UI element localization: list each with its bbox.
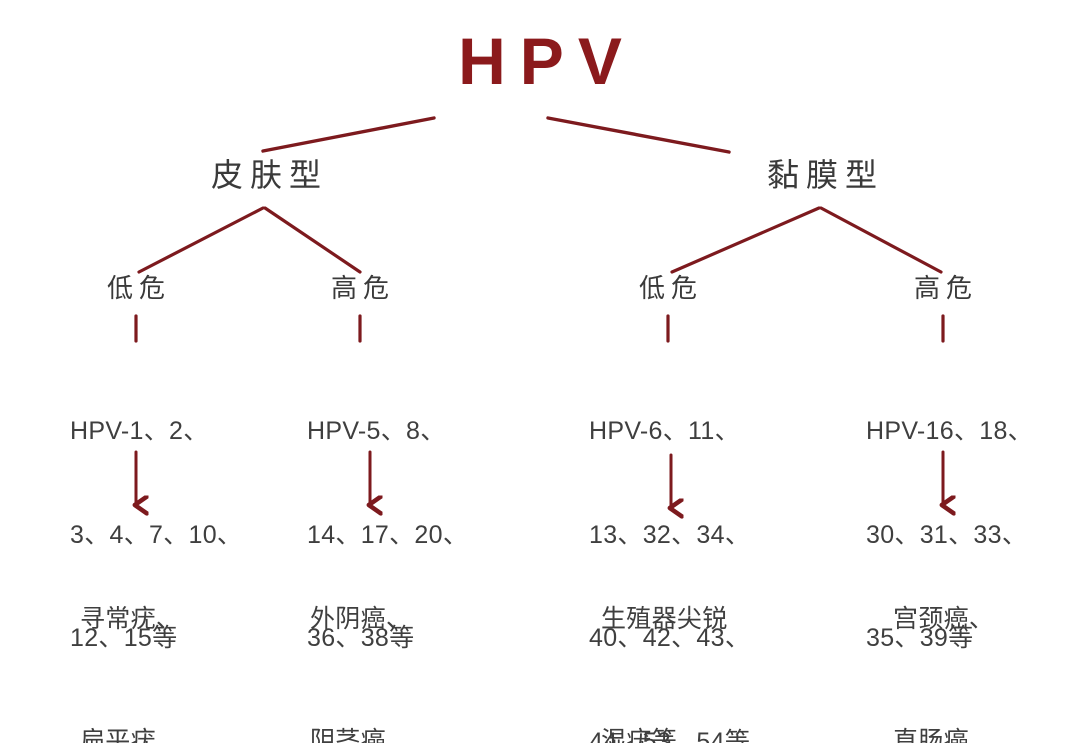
types-line: 12、15等 (70, 624, 178, 652)
connector-root-to-categories (261, 116, 731, 154)
types-line: HPV-6、11、 (589, 417, 740, 445)
connector-skin-to-risks (137, 206, 362, 274)
disease-list-mucosal-high: 宫颈癌、 直肠癌、 口腔癌、 扁桃体癌等 (893, 518, 1020, 743)
category-label-mucosal-type[interactable]: 黏膜型 (766, 157, 885, 193)
types-line: 30、31、33、 (866, 520, 1028, 549)
types-line: HPV-1、2、 (70, 417, 209, 445)
types-line: 3、4、7、10、 (70, 520, 243, 549)
types-line: 40、42、43、 (589, 624, 751, 652)
disease-line: 外阴癌、 (310, 605, 412, 633)
types-line: 35、39等 (866, 624, 974, 652)
types-list-mucosal-low: HPV-6、11、 13、32、34、 40、42、43、 44、53、54等 (589, 345, 750, 743)
disease-line: 阴茎癌、 (310, 726, 412, 743)
types-list-skin-high: HPV-5、8、 14、17、20、 36、38等 (307, 345, 468, 725)
page-title: HPV (458, 24, 636, 98)
types-line: 36、38等 (307, 624, 415, 652)
disease-line: 扁平疣、 (80, 726, 182, 743)
disease-line: 宫颈癌、 (893, 605, 995, 633)
disease-line: 直肠癌、 (893, 726, 995, 743)
connector-mucosal-to-risks (670, 206, 943, 274)
disease-list-mucosal-low: 生殖器尖锐 湿疣等 (601, 518, 728, 743)
types-line: 14、17、20、 (307, 520, 469, 549)
types-line: 13、32、34、 (589, 520, 751, 549)
disease-list-skin-low: 寻常疣、 扁平疣、 跖疣等 (80, 518, 181, 743)
category-label-skin-type[interactable]: 皮肤型 (210, 157, 329, 193)
types-line: 44、53、54等 (589, 727, 751, 743)
risk-label-mucosal-low[interactable]: 低危 (638, 273, 704, 303)
types-list-mucosal-high: HPV-16、18、 30、31、33、 35、39等 (866, 345, 1033, 725)
risk-label-skin-high[interactable]: 高危 (330, 273, 396, 303)
risk-label-skin-low[interactable]: 低危 (106, 273, 172, 303)
arrow-down-icon-group (136, 450, 943, 508)
types-list-skin-low: HPV-1、2、 3、4、7、10、 12、15等 (70, 345, 242, 725)
types-line: HPV-5、8、 (307, 417, 446, 445)
connector-risk-to-types (134, 314, 945, 343)
risk-label-mucosal-high[interactable]: 高危 (913, 273, 979, 303)
disease-line: 湿疣等 (601, 726, 677, 743)
types-line: HPV-16、18、 (866, 417, 1033, 445)
disease-line: 寻常疣、 (80, 605, 182, 633)
disease-line: 生殖器尖锐 (601, 605, 728, 633)
disease-list-skin-high: 外阴癌、 阴茎癌、 肛门癌、 前列腺癌、 膀胱癌等 (310, 518, 437, 743)
